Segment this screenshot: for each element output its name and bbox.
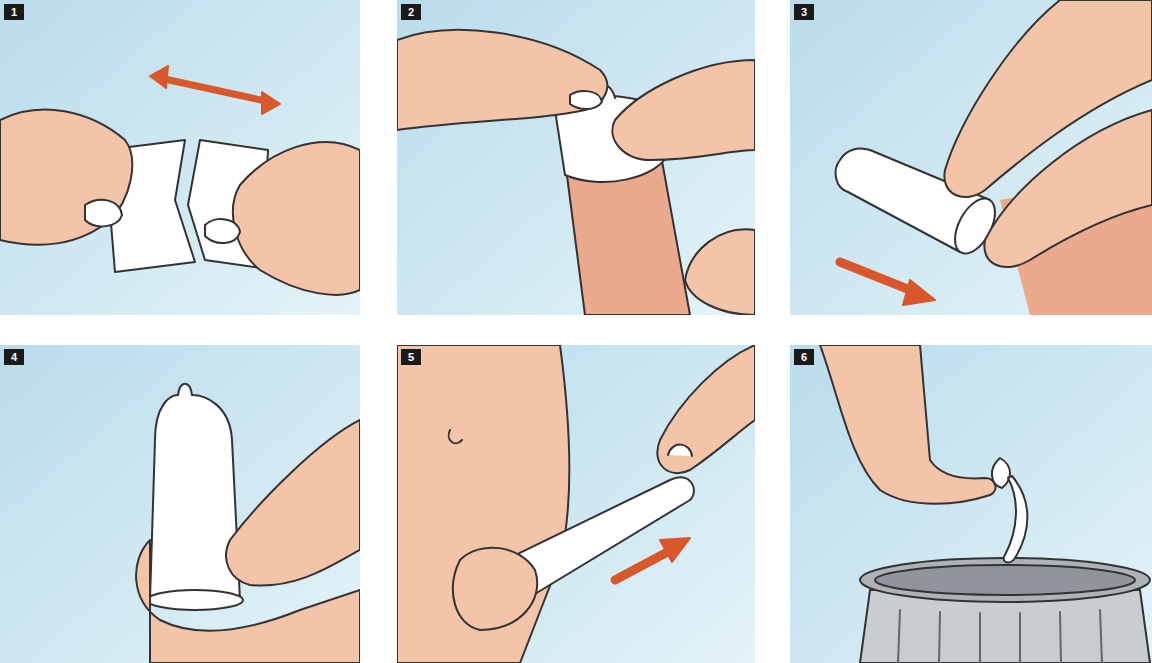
panel-covered xyxy=(0,345,360,663)
panel-dispose xyxy=(790,345,1152,663)
callout-number: 2 xyxy=(401,4,421,20)
callout-number: 3 xyxy=(794,4,814,20)
callout-number: 5 xyxy=(401,349,421,365)
callout-number: 1 xyxy=(4,4,24,20)
panel-remove xyxy=(397,345,755,663)
callout-number: 6 xyxy=(794,349,814,365)
panel-pinch-tip xyxy=(397,0,755,315)
panel-open-packet xyxy=(0,0,360,315)
panel-unroll xyxy=(790,0,1152,315)
callout-number: 4 xyxy=(4,349,24,365)
